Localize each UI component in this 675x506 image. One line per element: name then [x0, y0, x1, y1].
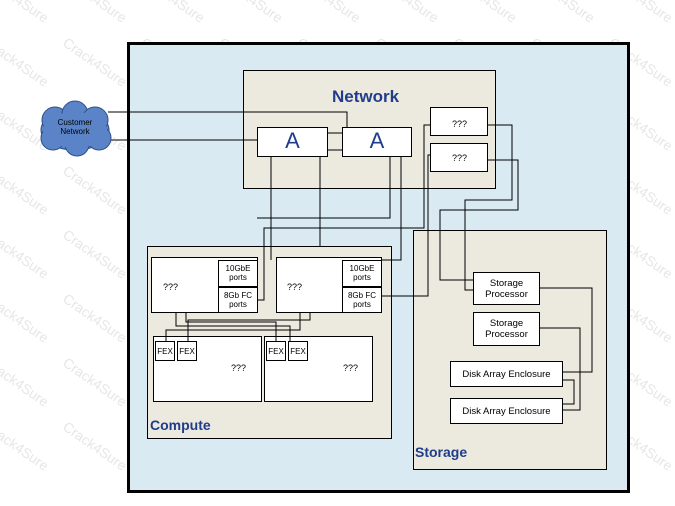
disk-array-enclosure-2: Disk Array Enclosure	[450, 398, 563, 424]
server-left-10gbe-ports: 10GbE ports	[218, 260, 258, 287]
chassis-right-fex-2: FEX	[288, 341, 308, 361]
chassis-right-fex-1: FEX	[266, 341, 286, 361]
watermark-text: Crack4Sure	[60, 418, 130, 474]
watermark-text: Crack4Sure	[60, 0, 130, 26]
chassis-left-label: ???	[231, 363, 247, 373]
storage-processor-1: Storage Processor	[473, 272, 540, 305]
disk-array-enclosure-1: Disk Array Enclosure	[450, 361, 563, 387]
customer-network-cloud-icon	[40, 100, 112, 157]
watermark-text: Crack4Sure	[60, 162, 130, 218]
network-unknown-top: ???	[430, 107, 488, 136]
watermark-text: Crack4Sure	[60, 226, 130, 282]
storage-panel	[413, 230, 607, 470]
compute-title: Compute	[150, 417, 211, 433]
watermark-text: Crack4Sure	[606, 0, 675, 26]
server-left-fc-ports: 8Gb FC ports	[218, 287, 258, 313]
storage-processor-2: Storage Processor	[473, 312, 540, 346]
network-unknown-bottom: ???	[430, 143, 488, 172]
watermark-text: Crack4Sure	[216, 0, 286, 26]
storage-title: Storage	[415, 444, 468, 460]
watermark-text: Crack4Sure	[0, 354, 52, 410]
watermark-text: Crack4Sure	[528, 0, 598, 26]
chassis-left-fex-1: FEX	[155, 341, 175, 361]
watermark-text: Crack4Sure	[0, 162, 52, 218]
chassis-left-fex-2: FEX	[177, 341, 197, 361]
network-title: Network	[332, 87, 400, 106]
watermark-text: Crack4Sure	[372, 0, 442, 26]
watermark-text: Crack4Sure	[294, 0, 364, 26]
server-right-10gbe-ports: 10GbE ports	[342, 260, 382, 287]
watermark-text: Crack4Sure	[0, 418, 52, 474]
watermark-text: Crack4Sure	[138, 0, 208, 26]
watermark-text: Crack4Sure	[0, 226, 52, 282]
watermark-text: Crack4Sure	[0, 290, 52, 346]
watermark-text: Crack4Sure	[450, 0, 520, 26]
watermark-text: Crack4Sure	[60, 354, 130, 410]
customer-network-label: Customer Network	[57, 118, 93, 136]
switch-a-right: A	[342, 127, 412, 157]
watermark-text: Crack4Sure	[0, 34, 52, 90]
watermark-text: Crack4Sure	[60, 290, 130, 346]
watermark-text: Crack4Sure	[60, 34, 130, 90]
chassis-right-label: ???	[343, 363, 359, 373]
watermark-text: Crack4Sure	[0, 0, 52, 26]
server-right-label: ???	[287, 282, 303, 292]
server-right-fc-ports: 8Gb FC ports	[342, 287, 382, 313]
switch-a-left: A	[257, 127, 328, 157]
server-left-label: ???	[163, 282, 179, 292]
